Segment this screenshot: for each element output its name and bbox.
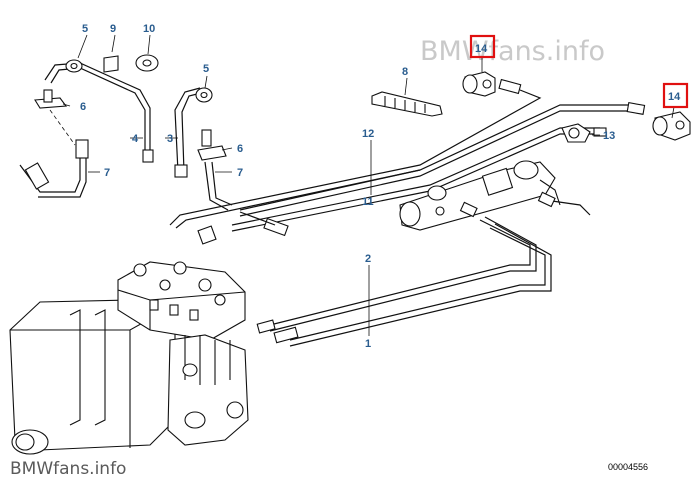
watermark-top: BMWfans.info: [420, 36, 605, 67]
callout-3: 3: [167, 133, 173, 145]
callout-2: 2: [365, 253, 371, 265]
highlight-box-14-top: [469, 34, 496, 59]
watermark-bottom: BMWfans.info: [10, 459, 126, 479]
callout-13: 13: [603, 130, 615, 142]
leader-lines: [62, 34, 675, 336]
callout-1: 1: [365, 338, 371, 350]
brake-pipe-2: [269, 216, 537, 332]
part-7-hose-mid: [197, 161, 289, 245]
part-6-bracket-left: [34, 89, 76, 146]
diagram-number: 00004556: [608, 462, 648, 472]
callout-10: 10: [143, 23, 155, 35]
callout-6-left: 6: [80, 101, 86, 113]
part-14-right: [626, 102, 691, 141]
callout-14-right: 14: [668, 91, 681, 103]
part-5-grommet-left: [65, 59, 83, 73]
callout-7-left: 7: [104, 167, 110, 179]
highlight-box-14-right: [662, 82, 689, 109]
part-9-grommet: [103, 55, 119, 73]
callout-11: 11: [362, 196, 374, 208]
brake-pipe-11: [169, 89, 542, 229]
hydraulic-unit: [9, 261, 249, 455]
part-5-grommet-mid: [195, 87, 213, 103]
part-13-union: [561, 123, 607, 143]
part-7-hose-left: [19, 139, 89, 198]
pipe-fitting-lower: [256, 319, 299, 344]
part-8-clip: [371, 91, 443, 117]
pipe-master-to-right: [544, 199, 591, 216]
brake-pipe-1: [289, 223, 552, 347]
part-6-bracket-mid: [197, 129, 227, 161]
callout-9: 9: [110, 23, 116, 35]
part-14-top: [462, 71, 522, 97]
callout-6-mid: 6: [237, 143, 243, 155]
callout-12: 12: [362, 128, 374, 140]
callout-5-left: 5: [82, 23, 88, 35]
callout-14-top: 14: [475, 43, 488, 55]
callout-4: 4: [132, 133, 139, 145]
callout-7-mid: 7: [237, 167, 243, 179]
callout-5-mid: 5: [203, 63, 209, 75]
part-10-clip: [135, 54, 159, 72]
brake-line-4: [44, 62, 154, 163]
master-cylinder: [399, 160, 561, 231]
callout-8: 8: [402, 66, 408, 78]
